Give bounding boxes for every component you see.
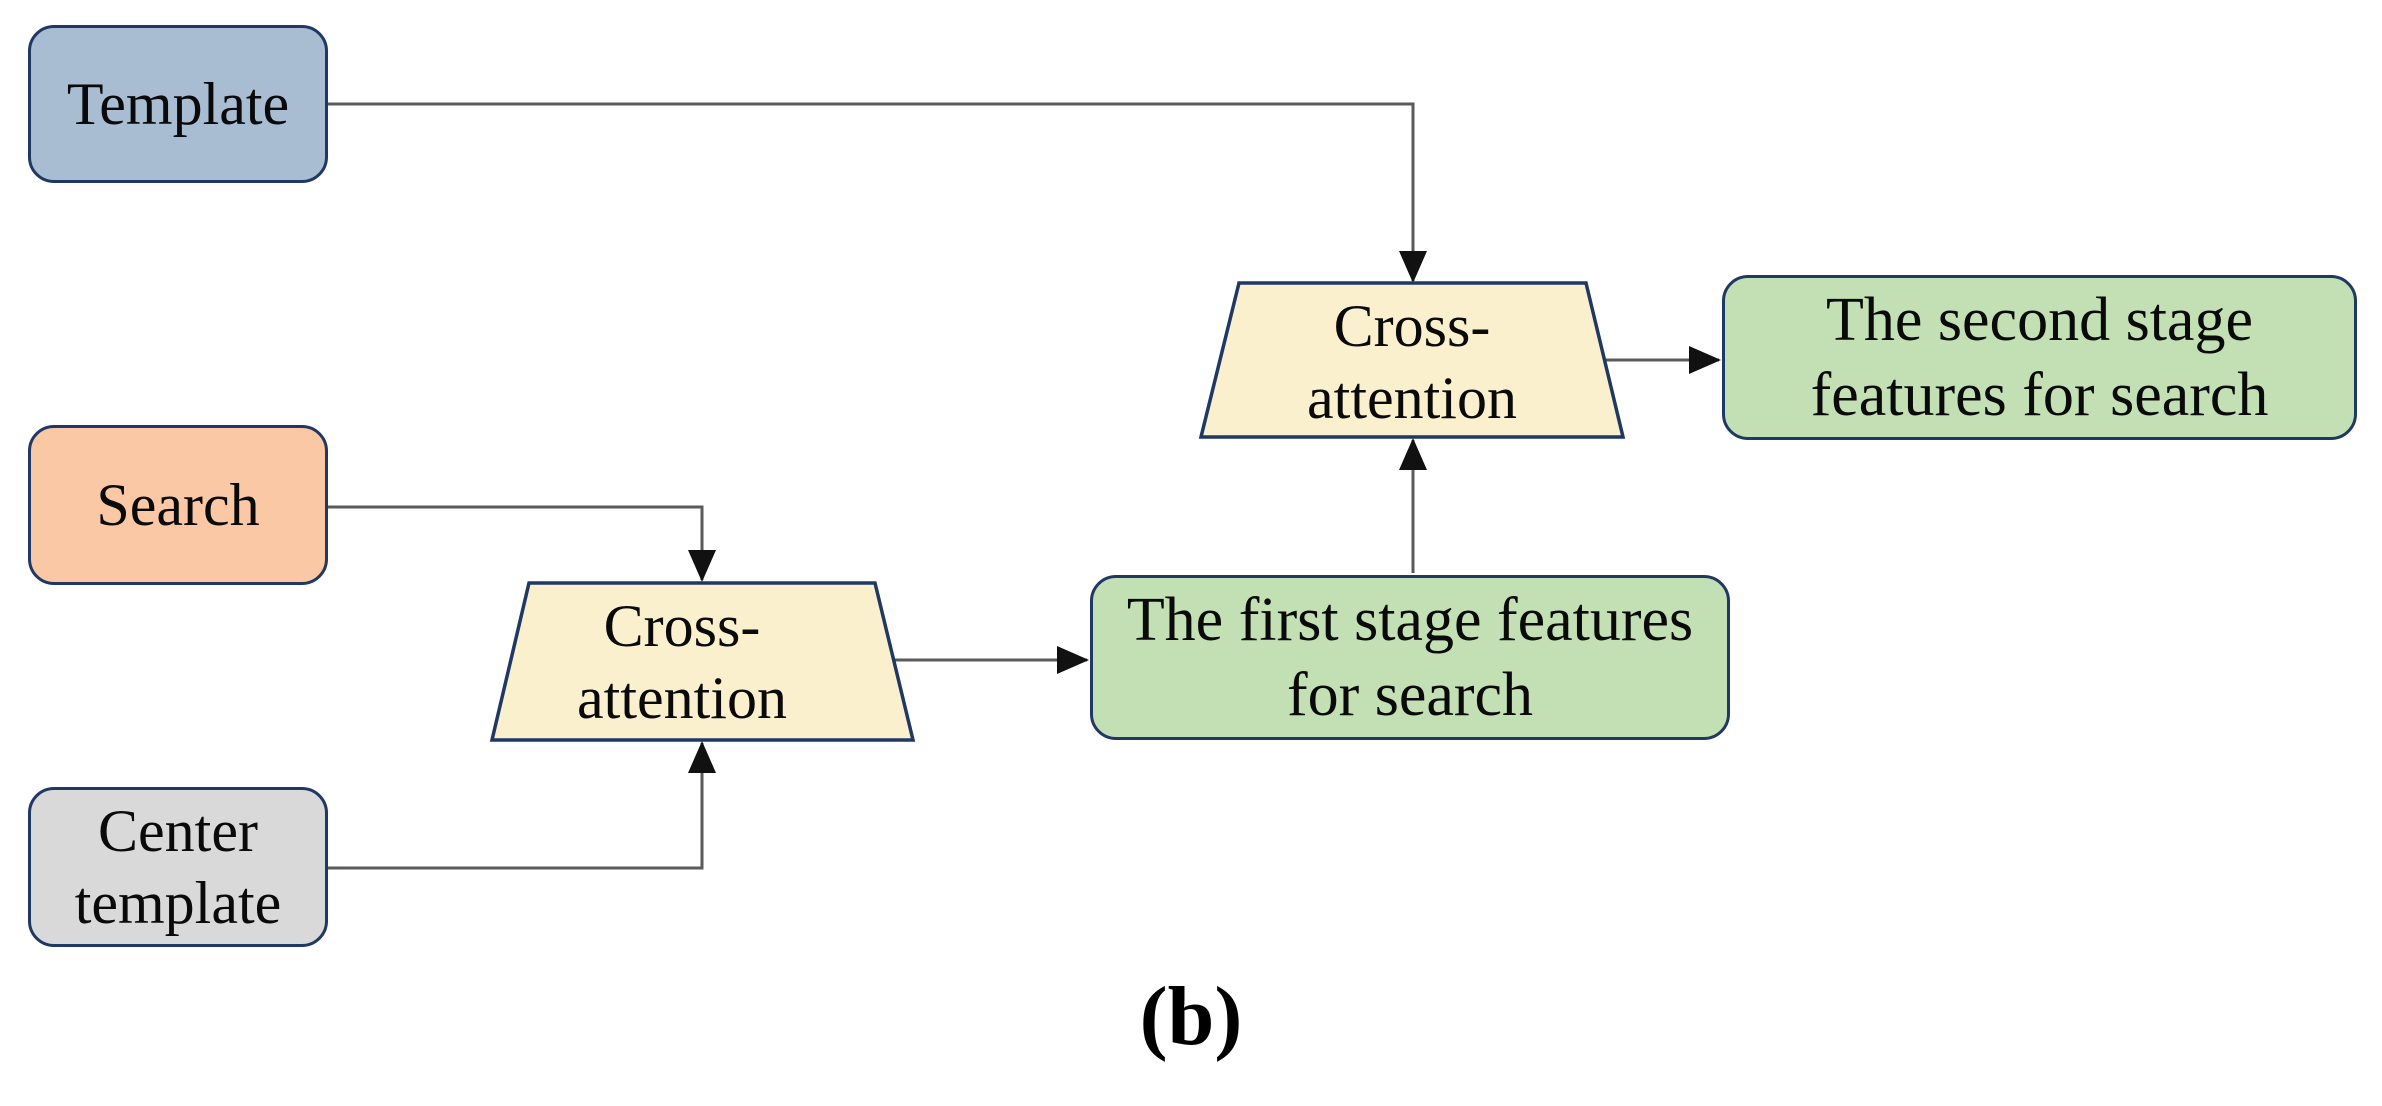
trapezoid-cross-attention-1 bbox=[489, 581, 916, 742]
trapezoid-cross-attention-2 bbox=[1198, 281, 1626, 439]
figure-caption: (b) bbox=[1139, 970, 1243, 1063]
node-template-label: Template bbox=[66, 71, 290, 137]
node-second-stage-features: The second stage features for search bbox=[1722, 275, 2357, 440]
node-first-stage-features-label: The first stage features for search bbox=[1126, 586, 1694, 729]
node-template: Template bbox=[28, 25, 328, 183]
trapezoid-cross-attention-1-label: Cross-attention bbox=[577, 593, 787, 731]
edge-search-to-cross-attention-1 bbox=[328, 505, 716, 582]
node-search: Search bbox=[28, 425, 328, 585]
node-center-template: Center template bbox=[28, 787, 328, 947]
node-first-stage-features: The first stage features for search bbox=[1090, 575, 1730, 740]
edge-template-to-cross-attention-2 bbox=[328, 102, 1427, 283]
trapezoid-cross-attention-2-label: Cross-attention bbox=[1307, 293, 1517, 431]
edge-center-template-to-cross-attention-1 bbox=[328, 741, 716, 870]
node-second-stage-features-label: The second stage features for search bbox=[1810, 286, 2269, 429]
node-center-template-label: Center template bbox=[74, 798, 282, 936]
node-search-label: Search bbox=[96, 472, 260, 538]
